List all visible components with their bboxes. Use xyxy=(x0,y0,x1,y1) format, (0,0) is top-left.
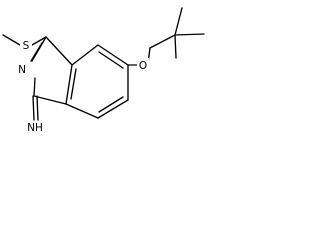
bond-c4-c5 xyxy=(97,44,129,66)
bond-c3a-c4 xyxy=(71,44,99,66)
bond-c4-c5-inner xyxy=(98,51,124,69)
molecule-structure-drawing: S N O NH xyxy=(2,7,205,135)
bond-ch2-quaternary xyxy=(149,34,176,49)
sulfur-atom-label: S xyxy=(23,40,30,52)
imine-nh-atom-label: NH xyxy=(27,122,43,134)
oxygen-label-mask xyxy=(137,58,149,72)
bond-methyl-sulfur xyxy=(2,34,21,46)
bond-quaternary-methyl-top xyxy=(174,7,183,36)
bond-c7-c7a xyxy=(65,103,99,119)
bond-c7a-c3a-inner xyxy=(70,68,77,100)
bond-c6-c7-inner xyxy=(98,96,124,113)
bond-quaternary-methyl-right xyxy=(174,33,205,36)
oxygen-atom-label: O xyxy=(139,60,147,72)
bond-c7a-c3a xyxy=(65,64,73,105)
bond-quaternary-methyl-bottom xyxy=(174,34,177,59)
bond-c1-nh-double-a xyxy=(32,95,35,121)
bond-c3-n2-inner xyxy=(30,42,43,62)
bond-c1-c7a xyxy=(33,95,67,105)
bond-c6-c7 xyxy=(97,99,129,119)
imine-label-mask xyxy=(24,121,46,135)
bond-c3-c3a xyxy=(45,36,73,66)
bond-sulfur-c3 xyxy=(31,36,47,46)
ring-nitrogen-label-mask xyxy=(16,62,28,76)
bond-n2-c1 xyxy=(33,77,36,97)
sulfur-label-mask xyxy=(20,38,32,52)
bond-c1-nh-double-b xyxy=(36,95,39,121)
ring-nitrogen-atom-label: N xyxy=(18,64,26,76)
